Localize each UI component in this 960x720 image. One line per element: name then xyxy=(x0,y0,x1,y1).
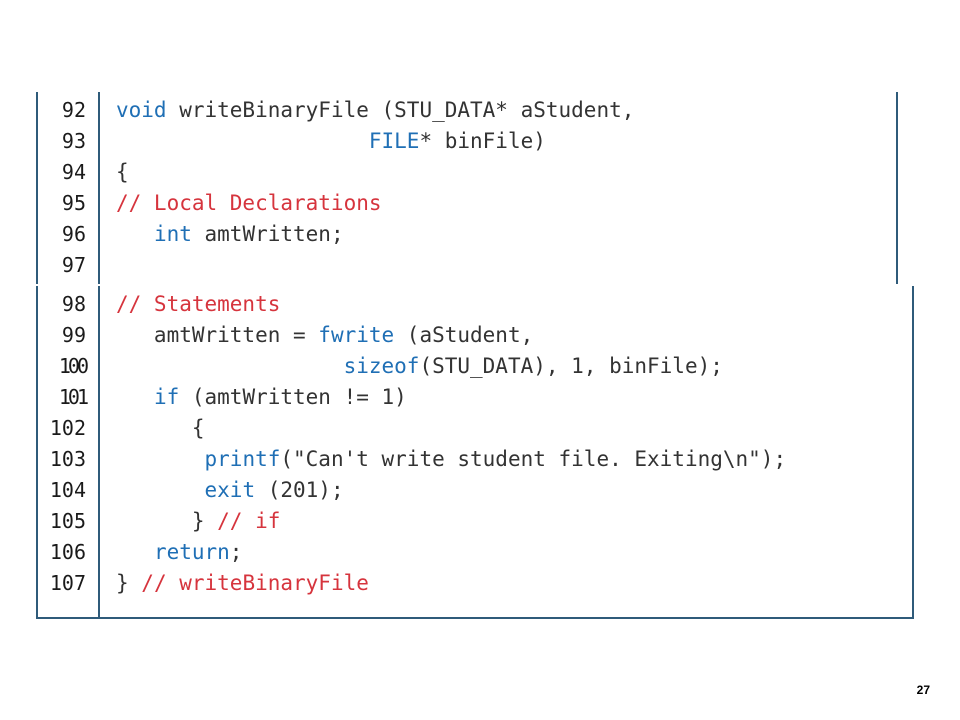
line-number: 107 xyxy=(49,571,86,595)
line-number: 102 xyxy=(49,416,86,440)
code-token: (aStudent, xyxy=(394,323,534,347)
line-number: 93 xyxy=(61,129,86,153)
code-token: } xyxy=(116,571,142,595)
line-number: 100 xyxy=(58,354,89,378)
line-number: 92 xyxy=(61,98,86,122)
code-token: (201); xyxy=(255,478,344,502)
code-token: { xyxy=(116,160,129,184)
line-number: 106 xyxy=(49,540,86,564)
code-comment: // writeBinaryFile xyxy=(141,571,369,595)
code-token: } xyxy=(116,509,218,533)
code-token: { xyxy=(116,416,205,440)
code-token xyxy=(116,447,205,471)
code-text: // Local Declarations xyxy=(116,188,382,219)
line-number: 96 xyxy=(61,222,86,246)
code-text: amtWritten = fwrite (aStudent, xyxy=(116,320,533,351)
code-text: } // writeBinaryFile xyxy=(116,568,369,599)
code-keyword: exit xyxy=(204,478,256,502)
line-number: 94 xyxy=(61,160,86,184)
code-keyword: int xyxy=(153,222,192,246)
line-number: 105 xyxy=(49,509,86,533)
code-keyword: printf xyxy=(204,447,281,471)
line-number: 95 xyxy=(61,191,86,215)
code-text: // Statements xyxy=(116,289,280,320)
code-text: exit (201); xyxy=(116,475,344,506)
code-text: if (amtWritten != 1) xyxy=(116,382,407,413)
code-keyword: if xyxy=(153,385,180,409)
code-keyword: sizeof xyxy=(343,354,420,378)
line-number: 98 xyxy=(61,292,86,316)
code-token: amtWritten = xyxy=(116,323,319,347)
line-number: 97 xyxy=(61,253,86,277)
code-listing-frame-top xyxy=(36,92,898,284)
line-number: 101 xyxy=(58,385,89,409)
code-text: void writeBinaryFile (STU_DATA* aStudent… xyxy=(116,95,634,126)
code-token: ; xyxy=(229,540,243,564)
code-token xyxy=(116,385,154,409)
code-token: amtWritten; xyxy=(191,222,344,246)
code-text: { xyxy=(116,157,129,188)
code-keyword: fwrite xyxy=(318,323,395,347)
line-number: 104 xyxy=(49,478,86,502)
code-keyword: FILE xyxy=(368,129,420,153)
code-text: } // if xyxy=(116,506,281,537)
line-number-divider-top xyxy=(98,92,100,284)
code-text: sizeof(STU_DATA), 1, binFile); xyxy=(116,351,723,382)
code-text: printf("Can't write student file. Exitin… xyxy=(116,444,787,475)
code-token xyxy=(116,540,154,564)
code-token xyxy=(116,129,369,153)
line-number: 99 xyxy=(61,323,86,347)
code-token xyxy=(116,478,205,502)
line-number: 103 xyxy=(49,447,86,471)
code-token xyxy=(116,222,154,246)
code-comment: // if xyxy=(217,509,281,533)
code-comment: // Statements xyxy=(116,292,281,316)
code-text: int amtWritten; xyxy=(116,219,344,250)
code-listing-frame-bottom xyxy=(36,286,914,619)
code-text: { xyxy=(116,413,205,444)
code-keyword: return xyxy=(153,540,230,564)
code-text: return; xyxy=(116,537,243,568)
line-number-divider-bottom xyxy=(98,286,100,617)
page-number: 27 xyxy=(916,683,930,697)
code-token: * binFile) xyxy=(419,129,546,153)
code-text: FILE* binFile) xyxy=(116,126,546,157)
code-token: (amtWritten != 1) xyxy=(179,385,407,409)
code-token: ("Can't write student file. Exiting\n"); xyxy=(280,447,787,471)
code-comment: // Local Declarations xyxy=(116,191,382,215)
code-keyword: void xyxy=(116,98,167,122)
code-token: writeBinaryFile (STU_DATA* aStudent, xyxy=(166,98,635,122)
code-token xyxy=(116,354,344,378)
code-token: (STU_DATA), 1, binFile); xyxy=(419,354,723,378)
